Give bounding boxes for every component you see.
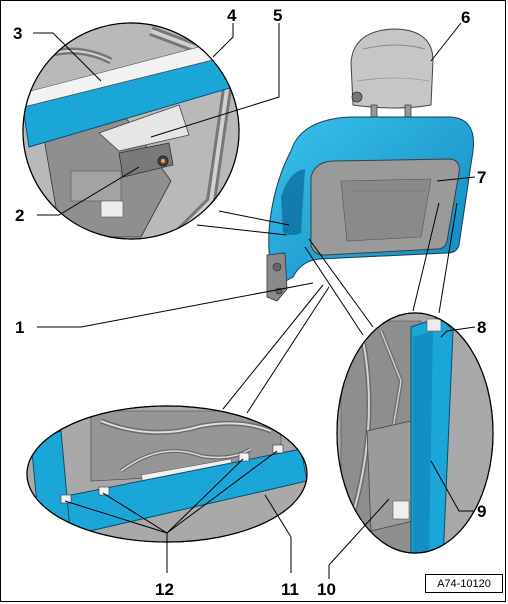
callout-9: 9: [477, 502, 486, 521]
callout-5: 5: [273, 6, 282, 25]
reference-code: A74-10120: [425, 574, 503, 593]
callout-1: 1: [15, 318, 24, 337]
headrest: [350, 28, 434, 109]
leader-lines: [33, 22, 476, 579]
callout-12: 12: [155, 580, 174, 599]
callout-3: 3: [13, 24, 22, 43]
callout-11: 11: [281, 580, 299, 599]
backrest-hinge: [266, 252, 288, 302]
callout-8: 8: [477, 318, 486, 337]
detail-bottom-left: [26, 405, 308, 543]
callout-6: 6: [461, 8, 470, 27]
callout-7: 7: [477, 168, 486, 187]
callout-2: 2: [15, 206, 24, 225]
seat-backrest: [266, 28, 475, 302]
callout-10: 10: [317, 580, 336, 599]
detail-right: [336, 312, 494, 554]
callout-4: 4: [227, 6, 237, 25]
detail-top-left: [22, 22, 240, 240]
detail-flap: [98, 104, 190, 152]
